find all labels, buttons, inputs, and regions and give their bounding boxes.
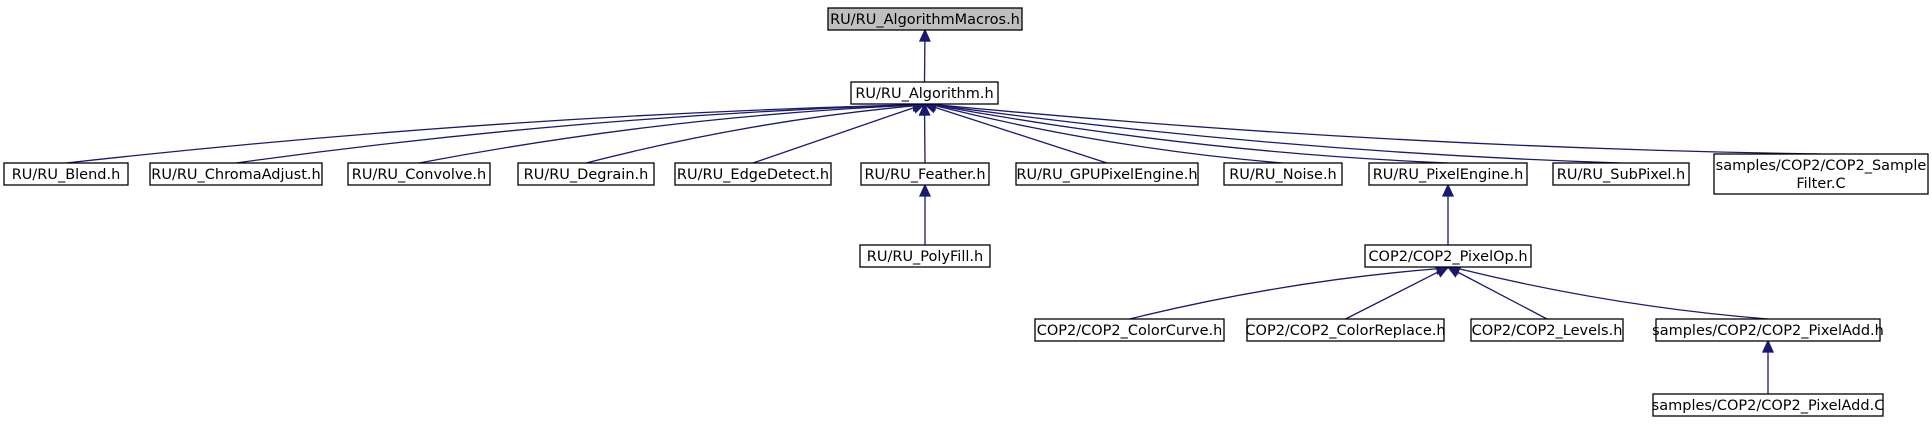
node-label: RU/RU_Blend.h: [12, 167, 121, 183]
arrowhead-icon: [918, 102, 931, 116]
node-box: [1713, 153, 1929, 195]
node-box: [1015, 162, 1199, 186]
node-box: [1246, 318, 1445, 342]
nodes: RU/RU_AlgorithmMacros.hRU/RU_Algorithm.h…: [3, 7, 1929, 417]
node-label: RU/RU_Noise.h: [1229, 167, 1337, 183]
node-ru-ru-pixelengine-h[interactable]: RU/RU_PixelEngine.h: [1368, 162, 1528, 186]
node-label: RU/RU_EdgeDetect.h: [677, 167, 829, 183]
node-box: [859, 244, 991, 268]
node-box: [1034, 318, 1225, 342]
node-cop2-cop2-colorcurve-h[interactable]: COP2/COP2_ColorCurve.h: [1034, 318, 1225, 342]
node-label: samples/COP2/COP2_PixelAdd.h: [1652, 323, 1884, 339]
node-cop2-cop2-levels-h[interactable]: COP2/COP2_Levels.h: [1470, 318, 1624, 342]
node-box: [850, 81, 999, 105]
edge-ru-ru-edgedetect-h-to-ru-ru-algorithm-h: [752, 102, 926, 164]
node-label: RU/RU_Feather.h: [864, 167, 985, 183]
arrowhead-icon: [918, 28, 931, 42]
node-ru-ru-blend-h[interactable]: RU/RU_Blend.h: [3, 162, 129, 186]
arrowhead-icon: [918, 183, 932, 197]
edge-cop2-cop2-colorreplace-h-to-cop2-cop2-pixelop-h: [1345, 266, 1450, 320]
edge-ru-ru-chromaadjust-h-to-ru-ru-algorithm-h: [235, 98, 927, 164]
arrowhead-icon: [1441, 183, 1455, 197]
edge-samples-cop2-cop2-sample-filter-c-to-ru-ru-algorithm-h: [922, 98, 1822, 155]
node-ru-ru-polyfill-h[interactable]: RU/RU_PolyFill.h: [859, 244, 991, 268]
node-ru-ru-gpupixelengine-h[interactable]: RU/RU_GPUPixelEngine.h: [1015, 162, 1199, 186]
node-box: [1655, 318, 1881, 342]
edge-samples-cop2-cop2-pixeladd-c-to-samples-cop2-cop2-pixeladd-h: [1761, 339, 1775, 394]
edge-samples-cop2-cop2-pixeladd-h-to-cop2-cop2-pixelop-h: [1446, 263, 1769, 320]
node-label: RU/RU_Degrain.h: [524, 167, 649, 183]
edge-ru-ru-polyfill-h-to-ru-ru-feather-h: [918, 183, 932, 246]
node-ru-ru-subpixel-h[interactable]: RU/RU_SubPixel.h: [1552, 162, 1690, 186]
node-samples-cop2-cop2-pixeladd-c[interactable]: samples/COP2/COP2_PixelAdd.C: [1652, 393, 1885, 417]
node-cop2-cop2-colorreplace-h[interactable]: COP2/COP2_ColorReplace.h: [1245, 318, 1446, 342]
node-label: RU/RU_GPUPixelEngine.h: [1016, 167, 1197, 183]
arrowhead-icon: [1434, 266, 1450, 278]
node-cop2-cop2-pixelop-h[interactable]: COP2/COP2_PixelOp.h: [1364, 244, 1532, 268]
node-label: RU/RU_SubPixel.h: [1557, 167, 1685, 183]
node-box: [1470, 318, 1624, 342]
node-box: [517, 162, 655, 186]
node-ru-ru-edgedetect-h[interactable]: RU/RU_EdgeDetect.h: [674, 162, 832, 186]
node-box: [1652, 393, 1884, 417]
node-label: RU/RU_ChromaAdjust.h: [151, 167, 320, 183]
node-label: COP2/COP2_Levels.h: [1472, 323, 1623, 339]
node-ru-ru-algorithm-h[interactable]: RU/RU_Algorithm.h: [850, 81, 999, 105]
edges: [65, 28, 1822, 394]
node-label: RU/RU_PolyFill.h: [867, 249, 983, 265]
node-label: samples/COP2/COP2_Sample: [1716, 158, 1927, 174]
node-label: RU/RU_AlgorithmMacros.h: [830, 12, 1020, 28]
node-ru-ru-convolve-h[interactable]: RU/RU_Convolve.h: [347, 162, 491, 186]
node-label: COP2/COP2_ColorCurve.h: [1037, 323, 1223, 339]
edge-cop2-cop2-pixelop-h-to-ru-ru-pixelengine-h: [1441, 183, 1455, 246]
node-box: [674, 162, 832, 186]
node-label: samples/COP2/COP2_PixelAdd.C: [1652, 398, 1885, 414]
node-box: [347, 162, 491, 186]
node-ru-ru-algorithmmacros-h[interactable]: RU/RU_AlgorithmMacros.h: [827, 7, 1023, 31]
node-ru-ru-feather-h[interactable]: RU/RU_Feather.h: [860, 162, 990, 186]
node-box: [860, 162, 990, 186]
node-label: RU/RU_PixelEngine.h: [1373, 167, 1524, 183]
arrowhead-icon: [1761, 339, 1775, 353]
node-ru-ru-noise-h[interactable]: RU/RU_Noise.h: [1223, 162, 1343, 186]
node-box: [1364, 244, 1532, 268]
node-label: RU/RU_Convolve.h: [352, 167, 486, 183]
node-samples-cop2-cop2-pixeladd-h[interactable]: samples/COP2/COP2_PixelAdd.h: [1652, 318, 1884, 342]
node-box: [1223, 162, 1343, 186]
edge-ru-ru-algorithm-h-to-ru-ru-algorithmmacros-h: [918, 28, 931, 83]
node-label: COP2/COP2_ColorReplace.h: [1245, 323, 1445, 339]
node-box: [149, 162, 323, 186]
node-label: Filter.C: [1796, 176, 1845, 192]
node-label: COP2/COP2_PixelOp.h: [1368, 249, 1527, 265]
node-ru-ru-degrain-h[interactable]: RU/RU_Degrain.h: [517, 162, 655, 186]
node-box: [3, 162, 129, 186]
edge-ru-ru-feather-h-to-ru-ru-algorithm-h: [918, 102, 931, 164]
node-box: [827, 7, 1023, 31]
node-ru-ru-chromaadjust-h[interactable]: RU/RU_ChromaAdjust.h: [149, 162, 323, 186]
node-box: [1368, 162, 1528, 186]
node-label: RU/RU_Algorithm.h: [855, 86, 993, 102]
edge-cop2-cop2-levels-h-to-cop2-cop2-pixelop-h: [1446, 266, 1548, 320]
node-box: [1552, 162, 1690, 186]
edge-ru-ru-pixelengine-h-to-ru-ru-algorithm-h: [923, 99, 1449, 164]
edge-ru-ru-convolve-h-to-ru-ru-algorithm-h: [418, 99, 927, 164]
